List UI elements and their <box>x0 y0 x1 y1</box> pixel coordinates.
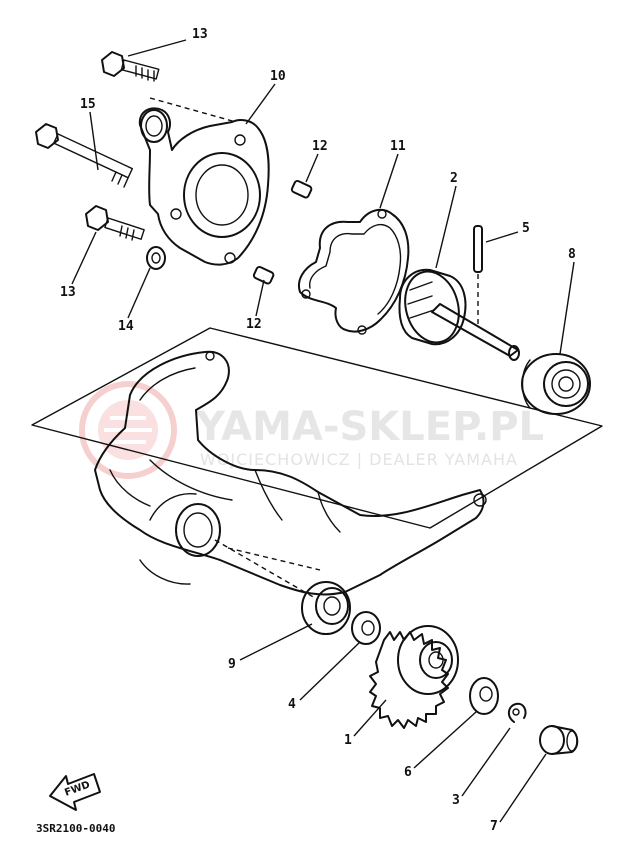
pump-cover <box>138 97 270 266</box>
callout-10: 10 <box>270 69 286 84</box>
callout-2: 2 <box>450 171 458 186</box>
dowel-pin-12-upper <box>290 179 313 199</box>
callout-4: 4 <box>288 697 296 712</box>
watermark-logo-icon <box>79 381 177 479</box>
callout-7: 7 <box>490 819 498 834</box>
watermark: YAMA-SKLEP.PL WOJCIECHOWICZ | DEALER YAM… <box>79 381 544 479</box>
bolt-13-top <box>101 51 160 82</box>
leader-lines <box>71 39 575 823</box>
crankcase-outline <box>31 327 603 599</box>
bolt-15-long <box>35 123 134 188</box>
gasket-11 <box>298 208 410 335</box>
callout-9: 9 <box>228 657 236 672</box>
dowel-pin-12-lower <box>252 265 275 285</box>
callout-12-lower: 12 <box>246 317 262 332</box>
diagram-code: 3SR2100-0040 <box>36 822 115 835</box>
callout-11: 11 <box>390 139 406 154</box>
washer-4 <box>351 611 381 645</box>
callout-5: 5 <box>522 221 530 236</box>
gear-1 <box>369 625 459 729</box>
callout-1: 1 <box>344 733 352 748</box>
circlip-3 <box>508 702 527 723</box>
pin-5 <box>473 225 483 324</box>
callout-8: 8 <box>568 247 576 262</box>
collar-7 <box>539 725 579 755</box>
impeller-shaft-2 <box>398 268 520 361</box>
washer-14 <box>146 246 166 270</box>
callout-labels: 13 10 15 12 11 2 5 8 13 14 12 9 4 1 6 3 … <box>60 27 576 834</box>
bearing-8 <box>521 353 591 415</box>
callout-15: 15 <box>80 97 96 112</box>
bolt-13-lower <box>85 205 145 241</box>
watermark-dealer: WOJCIECHOWICZ | DEALER YAMAHA <box>200 450 518 469</box>
bearing-9 <box>301 581 351 635</box>
watermark-brand: YAMA-SKLEP.PL <box>195 404 544 450</box>
callout-12-upper: 12 <box>312 139 328 154</box>
callout-3: 3 <box>452 793 460 808</box>
callout-13-lower: 13 <box>60 285 76 300</box>
washer-6 <box>469 677 499 715</box>
callout-6: 6 <box>404 765 412 780</box>
fwd-arrow-icon: FWD <box>49 773 101 811</box>
callout-13-top: 13 <box>192 27 208 42</box>
callout-14: 14 <box>118 319 134 334</box>
